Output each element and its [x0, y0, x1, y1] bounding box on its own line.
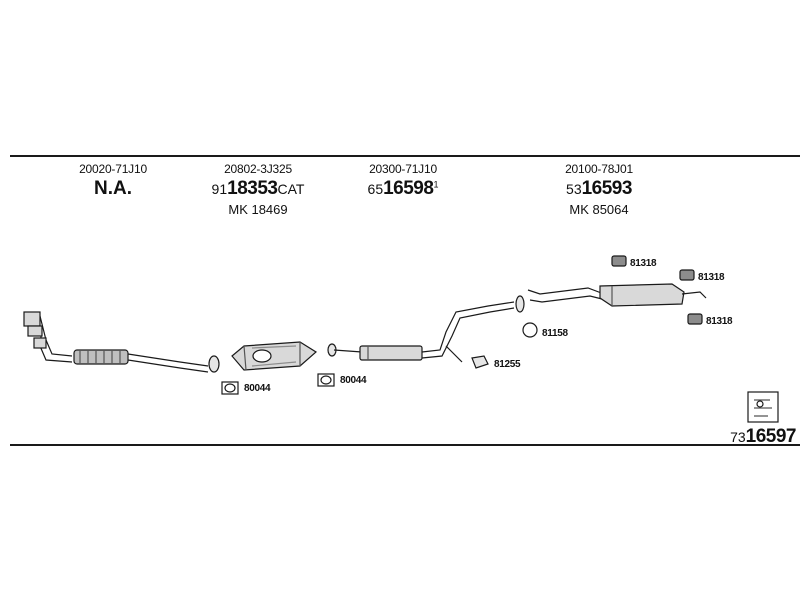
hanger-icon: [687, 313, 703, 325]
part-main-number: 18353: [227, 178, 278, 199]
part-number: 5316593: [519, 179, 679, 198]
clamp-icon: [471, 355, 489, 369]
hanger-label: 81318: [706, 316, 733, 327]
part-number: 65165981: [323, 179, 483, 198]
ring-icon: [522, 322, 538, 338]
part-number: 9118353CAT: [178, 179, 338, 198]
hanger-label: 81318: [630, 258, 657, 269]
ring-label: 81158: [542, 328, 568, 339]
part-prefix: 91: [211, 181, 228, 197]
part-column-rear-silencer: 20100-78J01 5316593 MK 85064: [519, 163, 679, 216]
top-rule: [10, 155, 800, 157]
hanger-icon: [679, 269, 695, 281]
part-column-catalyst: 20802-3J325 9118353CAT MK 18469: [178, 163, 338, 216]
hanger-label: 81318: [698, 272, 725, 283]
hanger-icon: [611, 255, 627, 267]
middle-pipe-drawing: [327, 295, 525, 363]
part-main-number: 16598: [383, 178, 434, 199]
part-main-number: 16593: [581, 178, 633, 199]
oem-number: 20020-71J10: [79, 162, 147, 176]
gasket-label: 80044: [244, 383, 271, 394]
part-suffix: CAT: [277, 181, 305, 197]
kit-number: 7316597: [730, 426, 796, 448]
part-column-middle-silencer: 20300-71J10 65165981: [323, 163, 483, 198]
front-pipe-drawing: [23, 311, 220, 373]
clamp-label: 81255: [494, 359, 521, 370]
rear-silencer-drawing: [527, 283, 707, 307]
kit-main-number: 16597: [745, 426, 797, 447]
gasket-label: 80044: [340, 375, 367, 386]
part-column-front-pipe: 20020-71J10 N.A.: [33, 163, 193, 198]
part-prefix: 65: [367, 181, 384, 197]
oem-number: 20300-71J10: [369, 162, 437, 176]
oem-number: 20100-78J01: [565, 162, 633, 176]
part-number: N.A.: [94, 178, 132, 199]
mounting-kit-icon: [747, 391, 779, 423]
mk-number: MK 85064: [569, 202, 629, 217]
catalyst-drawing: [231, 341, 318, 371]
mk-number: MK 18469: [228, 202, 288, 217]
part-prefix: 53: [566, 181, 582, 197]
bottom-rule: [10, 444, 800, 446]
part-suffix: 1: [433, 179, 439, 190]
oem-number: 20802-3J325: [224, 162, 292, 176]
kit-prefix: 73: [730, 429, 746, 445]
